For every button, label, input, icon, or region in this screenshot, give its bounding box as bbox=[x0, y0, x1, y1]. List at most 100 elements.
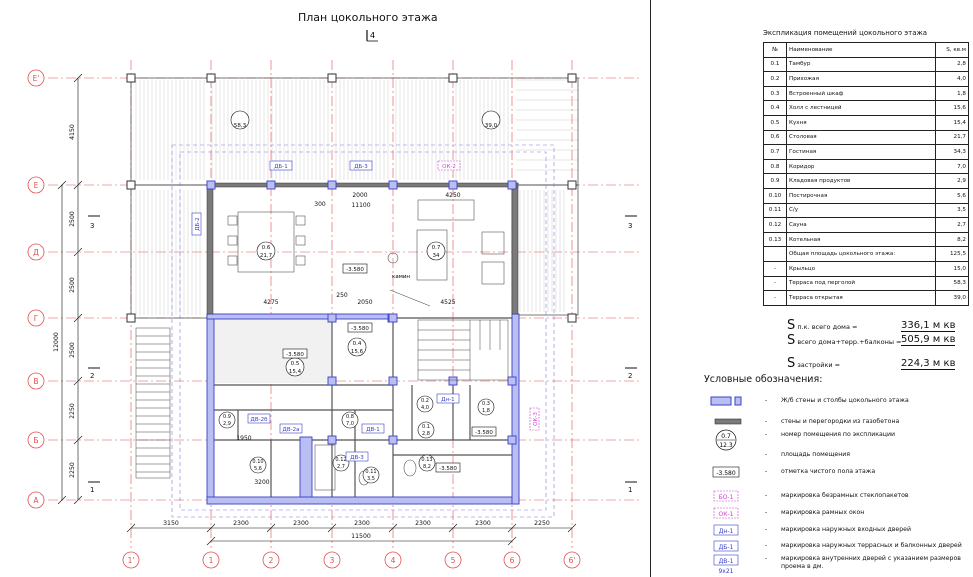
room-name: Терраса открытая bbox=[786, 290, 936, 306]
axis-label-col: 6' bbox=[569, 556, 576, 565]
section-number: 3 bbox=[90, 222, 94, 230]
legend-item: -стены и перегородки из газобетона bbox=[709, 413, 973, 431]
terrace-hatching bbox=[135, 79, 578, 315]
summary-label: п.к. всего дома = bbox=[797, 323, 858, 331]
dim-label: 250 bbox=[336, 292, 348, 299]
room-area: 34 bbox=[433, 253, 440, 259]
room-number: 0.8 bbox=[763, 158, 787, 175]
room-number: 0.9 bbox=[763, 173, 787, 189]
legend-text: маркировка наружных террасных и балконны… bbox=[781, 542, 962, 549]
room-marker-symbol: 0.712.3 bbox=[715, 429, 737, 451]
room-number: 0.12 bbox=[335, 457, 346, 463]
dim-label: 2300 bbox=[293, 520, 309, 527]
room-number: 0.6 bbox=[763, 129, 787, 146]
legend-text: маркировка наружных входных дверей bbox=[781, 526, 911, 533]
legend-item: -Ж/б стены и столбы цокольного этажа bbox=[709, 392, 973, 410]
dim-label: 2300 bbox=[354, 520, 370, 527]
axis-label-col: 1 bbox=[209, 556, 214, 565]
window-mark: ОК-3 bbox=[533, 412, 539, 426]
dim-label: 300 bbox=[314, 201, 326, 208]
room-area: 5,6 bbox=[254, 466, 262, 472]
room-number: - bbox=[763, 290, 787, 306]
door-mark: ДВ-2а bbox=[283, 427, 300, 433]
legend-text: Ж/б стены и столбы цокольного этажа bbox=[781, 397, 909, 404]
interior-stair bbox=[417, 319, 509, 381]
svg-text:Дн-1: Дн-1 bbox=[719, 528, 734, 535]
room-number: 0.13 bbox=[421, 457, 432, 463]
kitchen-area bbox=[214, 318, 331, 383]
room-name: Кухня bbox=[786, 114, 936, 131]
door-mark: Дн-1 bbox=[441, 397, 454, 403]
pergola-posts bbox=[126, 73, 577, 323]
svg-text:0.7: 0.7 bbox=[721, 433, 731, 440]
axis-label-row: Е bbox=[34, 181, 39, 190]
roof-outline-dashed bbox=[171, 144, 555, 518]
dim-label: 11100 bbox=[351, 202, 370, 209]
legend-text: стены и перегородки из газобетона bbox=[781, 418, 900, 425]
row-axis-bubbles bbox=[27, 69, 45, 509]
summary-row: S всего дома+терр.+балконы = bbox=[787, 333, 902, 348]
summary-label: застройки = bbox=[797, 361, 841, 369]
concrete-walls bbox=[206, 313, 520, 505]
room-number: 0.13 bbox=[763, 231, 787, 248]
room-number bbox=[763, 246, 787, 262]
section-number: 3 bbox=[628, 222, 632, 230]
room-area: 21,7 bbox=[935, 129, 969, 146]
dim-label: 4250 bbox=[445, 192, 460, 199]
room-number: 0.1 bbox=[763, 56, 787, 73]
door-mark: ДВ-1 bbox=[366, 427, 380, 433]
room-area: 8,2 bbox=[935, 231, 969, 248]
room-number: 0.10 bbox=[252, 459, 263, 465]
axis-label-col: 1' bbox=[128, 556, 135, 565]
room-area: 4,0 bbox=[421, 405, 429, 411]
concrete-wall-symbol bbox=[710, 396, 742, 406]
room-number: 0.9 bbox=[223, 414, 231, 420]
left-dimension-line bbox=[57, 73, 83, 505]
svg-text:ОК-1: ОК-1 bbox=[719, 511, 734, 518]
floor-mark: -3.580 bbox=[286, 352, 304, 358]
floor-mark: -3.580 bbox=[439, 466, 457, 472]
fireplace-icon bbox=[387, 252, 399, 264]
section-cut-marks bbox=[88, 215, 637, 483]
dim-label: 2250 bbox=[69, 403, 76, 419]
legend-item: -3.580 -отметка чистого пола этажа bbox=[709, 463, 973, 481]
plan-drawing: 4 Е' Е Д Г bbox=[27, 30, 640, 569]
room-number: 0.4 bbox=[763, 100, 787, 116]
dim-label: 2500 bbox=[69, 277, 76, 293]
legend-item: ОК-1 -маркировка рамных окон bbox=[709, 504, 973, 522]
door-mark: ДБ-3 bbox=[354, 164, 368, 170]
legend-text: маркировка безрамных стеклопакетов bbox=[781, 492, 909, 499]
dim-label: 3150 bbox=[163, 520, 179, 527]
legend-item: ДБ-1 -маркировка наружных террасных и ба… bbox=[709, 537, 973, 555]
room-markers bbox=[218, 110, 501, 484]
table-row: Общая площадь цокольного этажа:125,5 bbox=[763, 246, 969, 262]
room-area: 34,3 bbox=[935, 144, 969, 160]
floor-mark: -3.580 bbox=[351, 326, 369, 332]
axis-label-row: А bbox=[33, 496, 39, 505]
room-number: 0.1 bbox=[422, 424, 430, 430]
floor-level-marks bbox=[282, 263, 497, 473]
window-marks bbox=[437, 160, 540, 431]
summary-value: 336,1 м кв bbox=[901, 320, 956, 332]
room-area: 125,5 bbox=[935, 246, 969, 262]
summary-label: всего дома+терр.+балконы = bbox=[797, 338, 902, 346]
dim-label: 3200 bbox=[254, 479, 269, 486]
door-mark: ДВ-3 bbox=[350, 455, 364, 461]
room-name: Холл с лестницей bbox=[786, 100, 936, 116]
header-name: Наименование bbox=[786, 42, 936, 58]
svg-text:-3.580: -3.580 bbox=[716, 470, 736, 477]
room-number: 0.7 bbox=[432, 245, 441, 251]
legend-text: номер помещения по экспликации bbox=[781, 431, 896, 438]
entry-door-mark-symbol: Дн-1 bbox=[713, 524, 739, 536]
axis-label-row: В bbox=[33, 377, 38, 386]
room-area: 15,4 bbox=[289, 369, 302, 375]
room-area: 21,7 bbox=[260, 253, 273, 259]
